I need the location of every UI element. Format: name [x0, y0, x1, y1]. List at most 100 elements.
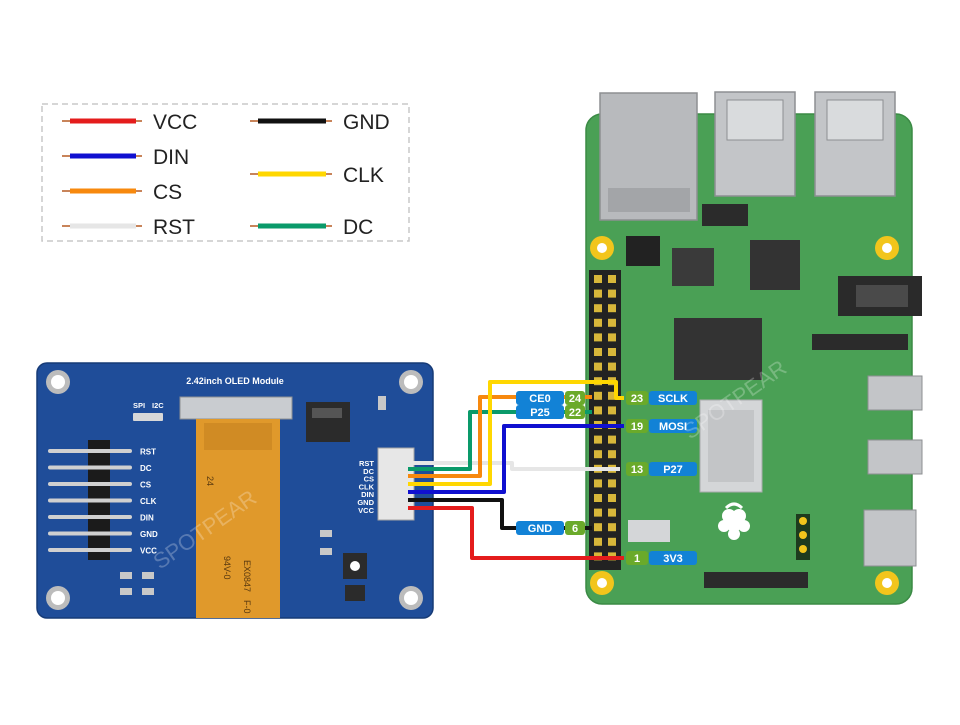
legend-item-cs: CS [62, 181, 182, 204]
legend-item-dc: DC [250, 216, 373, 239]
pin-label-p25: P25 22 [516, 405, 585, 419]
svg-text:GND: GND [528, 523, 553, 535]
legend-box [41, 103, 410, 242]
gpio-pin [594, 450, 602, 459]
gpio-pin [608, 391, 616, 400]
fpc-text-1: EX0847 [242, 560, 252, 592]
gpio-header [589, 270, 621, 570]
usb-c-port-1 [867, 375, 923, 411]
oled-connector-label: CS [364, 475, 374, 484]
svg-text:24: 24 [569, 393, 582, 405]
legend-item-rst: RST [62, 216, 195, 239]
wire-din [408, 424, 624, 494]
raspberry-pi-board [585, 91, 923, 605]
gpio-pin [608, 435, 616, 444]
svg-text:19: 19 [631, 421, 643, 433]
gpio-pin [594, 333, 602, 342]
gpio-pin [608, 362, 616, 371]
gpio-pin [594, 494, 602, 502]
pi-chip-a [672, 248, 714, 286]
gpio-pin [594, 435, 602, 444]
svg-text:P25: P25 [530, 407, 550, 419]
gpio-pin [594, 523, 602, 532]
gpio-pin [594, 318, 602, 327]
legend-label-dc: DC [343, 216, 373, 239]
gpio-pin [594, 304, 602, 313]
pin-label-p27: 13 P27 [626, 462, 697, 476]
gpio-pin [608, 494, 616, 502]
oled-mode-spi: SPI [133, 401, 145, 410]
svg-text:3V3: 3V3 [663, 553, 683, 565]
gpio-pin [608, 508, 616, 517]
svg-text:22: 22 [569, 407, 581, 419]
legend-item-din: DIN [62, 146, 189, 169]
gpio-pin [608, 318, 616, 327]
fpc-text-3: 94V-0 [222, 556, 232, 580]
pi-component [628, 520, 670, 542]
pin-label-ce0: CE0 24 [516, 391, 585, 405]
svg-text:P27: P27 [663, 464, 683, 476]
oled-connector-label: RST [359, 459, 374, 468]
legend-item-clk: CLK [250, 164, 384, 187]
oled-header-label: CLK [140, 497, 157, 506]
oled-header-label: DC [140, 464, 152, 473]
oled-connector-label: GND [357, 498, 374, 507]
pin-label-mosi: 19 MOSI [626, 419, 697, 433]
fpc-text-2: F-0 [242, 600, 252, 614]
wire-gnd [408, 498, 592, 530]
gpio-pin [608, 348, 616, 356]
svg-text:CE0: CE0 [529, 393, 550, 405]
camera-connector [704, 572, 808, 588]
oled-connector-label: VCC [358, 506, 374, 515]
fpc-connector [179, 396, 293, 420]
oled-connector-label: DC [363, 467, 374, 476]
gpio-pin [594, 275, 602, 283]
gpio-pin [594, 348, 602, 356]
ethernet-port-inner [608, 188, 690, 212]
pin-labels-right: 23 SCLK 19 MOSI 13 P27 1 3V3 [626, 391, 697, 565]
display-connector [812, 334, 908, 350]
oled-header-label: DIN [140, 514, 154, 523]
pi-chip-b [750, 240, 800, 290]
usb-c-port-2 [867, 439, 923, 475]
oled-header-label: RST [140, 448, 156, 457]
gpio-pin [608, 537, 616, 546]
pin-label-sclk: 23 SCLK [626, 391, 697, 405]
oled-mode-i2c: I2C [152, 401, 164, 410]
svg-text:SCLK: SCLK [658, 393, 688, 405]
pin-label-gnd: GND 6 [516, 521, 585, 535]
legend-label-cs: CS [153, 181, 182, 204]
legend-label-vcc: VCC [153, 111, 197, 134]
svg-text:23: 23 [631, 393, 643, 405]
gpio-pin [594, 406, 602, 415]
legend-label-din: DIN [153, 146, 189, 169]
wire-dc [408, 410, 592, 471]
svg-text:6: 6 [572, 523, 578, 535]
pi-chip-small [702, 204, 748, 226]
gpio-pin [594, 391, 602, 400]
legend-label-gnd: GND [343, 111, 390, 134]
oled-connector-label: CLK [359, 482, 375, 491]
wire-rst [408, 461, 620, 471]
pi-ram-chip [674, 318, 762, 380]
gpio-pin [608, 289, 616, 298]
oled-header-label: CS [140, 481, 152, 490]
gpio-pin [608, 523, 616, 532]
pi-header-small [626, 236, 660, 266]
legend-item-vcc: VCC [62, 111, 197, 134]
oled-header-label: VCC [140, 547, 157, 556]
oled-module-title: 2.42inch OLED Module [186, 376, 284, 386]
gpio-pin [608, 275, 616, 283]
gpio-pin [608, 333, 616, 342]
gpio-pin [608, 479, 616, 488]
power-port [863, 509, 917, 567]
oled-header-label: GND [140, 530, 158, 539]
legend-label-clk: CLK [343, 164, 384, 187]
gpio-pin [594, 362, 602, 371]
wire-vcc [408, 506, 624, 560]
pin-label-3v3: 1 3V3 [626, 551, 697, 565]
pin-labels-left: CE0 24 P25 22 GND 6 [516, 391, 585, 535]
fpc-text-small: 24 [205, 476, 215, 486]
raspberry-logo-icon [718, 502, 750, 540]
